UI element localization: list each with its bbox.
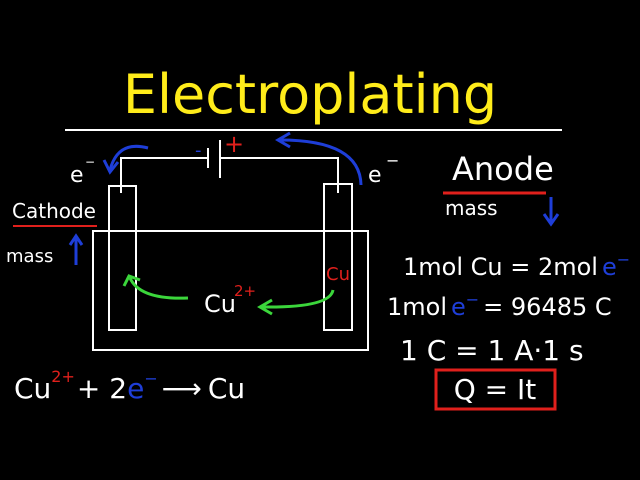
svg-text:−: − [85, 155, 95, 169]
electron-flow-right-arrow [279, 138, 363, 186]
anode-metal-label: Cu [326, 264, 350, 285]
battery-plus: + [224, 130, 244, 158]
ion-label: Cu [204, 290, 236, 318]
electrolyte-beaker [92, 230, 369, 351]
wire-right [220, 157, 339, 193]
battery-minus: - [195, 140, 202, 161]
wire-left [120, 157, 207, 193]
charge-formula-box [434, 368, 557, 411]
anode-mass-label: mass [445, 196, 498, 220]
coulomb-definition: 1 C = 1 A·1 s [400, 334, 584, 367]
cathode-mass-label: mass [6, 246, 53, 267]
electron-right: e [368, 163, 382, 188]
ion-charge: 2+ [234, 282, 256, 300]
anode-label: Anode [452, 150, 554, 188]
cathode-electrode [108, 185, 137, 331]
ion-migration-arrow [261, 289, 335, 309]
charge-formula: Q = It [454, 373, 537, 406]
electron-left: e [70, 163, 84, 188]
deposition-arrow [128, 277, 189, 300]
svg-text:−: − [386, 151, 399, 170]
title: Electroplating [123, 63, 497, 126]
electron-flow-left-arrow [108, 144, 149, 171]
mass-decrease-arrow [542, 197, 560, 227]
reduction-equation: Cu2++ 2e−⟶Cu [14, 367, 245, 405]
mass-increase-arrow [68, 233, 84, 265]
anode-electrode [323, 183, 353, 331]
cathode-label: Cathode [12, 199, 96, 223]
